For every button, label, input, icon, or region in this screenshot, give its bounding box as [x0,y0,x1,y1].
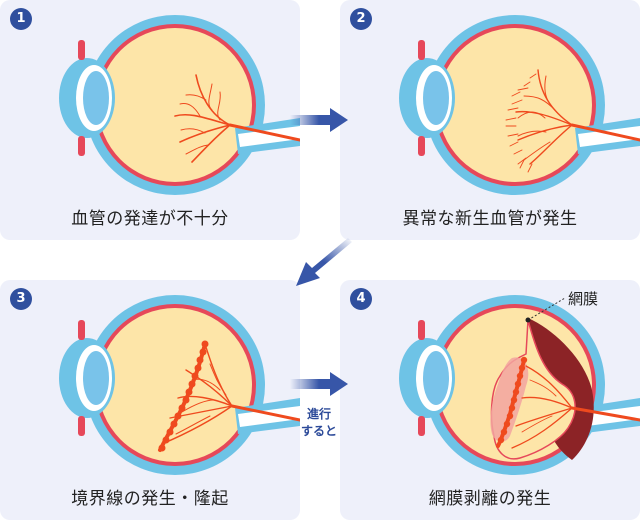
step-number-badge: 3 [10,288,32,310]
progress-note-line1: 進行 [306,407,331,421]
stage-caption: 境界線の発生・隆起 [71,489,229,509]
progress-note: 進行 すると [296,406,342,440]
detached-ridge-dots [497,356,528,444]
stage-caption: 網膜剥離の発生 [428,489,552,509]
stage-2-panel: 2 異常な新生血管が発生 [340,0,640,240]
progress-note-line2: すると [300,424,337,438]
stage-caption: 異常な新生血管が発生 [402,209,578,229]
stage-1-panel: 1 血管の発達が不十分 [0,0,300,240]
eye-cross-section-normal [59,15,300,195]
stage-4-panel: 4 網膜剥離の発生 [340,280,640,520]
step-number-badge: 1 [10,8,32,30]
arrow-right-icon [290,108,348,132]
eye-cross-section-ridge [59,295,300,475]
step-number-badge: 2 [350,8,372,30]
retina-label: 網膜 [568,290,599,308]
arrow-diagonal-icon [296,238,352,286]
arrow-right-icon [290,372,348,396]
step-number-badge: 4 [350,288,372,310]
retina-leader-line [527,297,566,321]
eye-cross-section-detachment [399,295,640,475]
stage-caption: 血管の発達が不十分 [71,209,229,229]
stage-3-panel: 3 境界線の発生・隆起 [0,280,300,520]
eye-cross-section-neovascular [399,15,640,195]
